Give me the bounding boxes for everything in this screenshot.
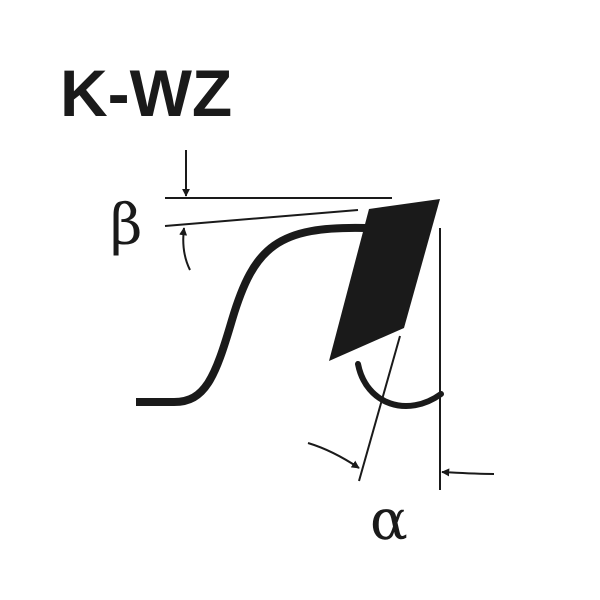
diagram-title: K-WZ	[60, 56, 232, 130]
carbide-tooth-tip	[329, 199, 440, 361]
beta-reference-line-bottom	[164, 209, 359, 227]
tooth-profile-curve	[136, 223, 367, 406]
alpha-reference-line-inclined	[358, 335, 401, 482]
gullet-curl	[355, 361, 444, 409]
alpha-arrow-right	[441, 468, 495, 477]
alpha-arrow-left	[307, 442, 360, 469]
beta-arrow-bottom	[179, 227, 191, 271]
alpha-label: α	[370, 488, 408, 553]
beta-label: β	[110, 193, 142, 258]
